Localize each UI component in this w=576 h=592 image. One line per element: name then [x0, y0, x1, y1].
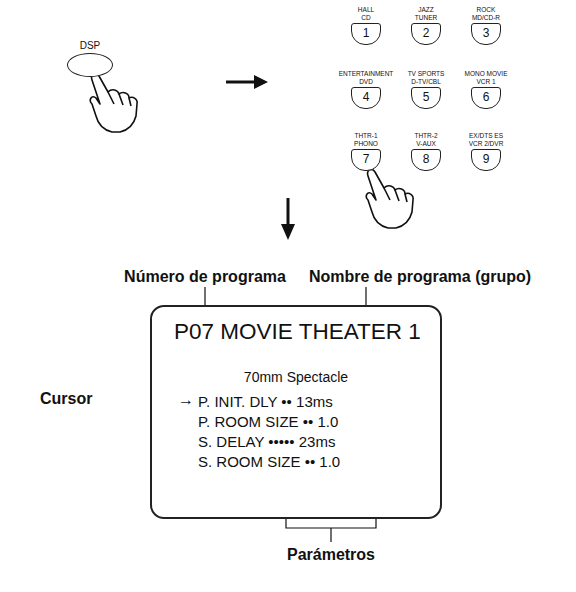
parameter-line: S. DELAY ••••• 23ms [198, 433, 335, 450]
mode-label: THTR-1 [334, 132, 398, 140]
key-cap: 6 [471, 87, 501, 109]
hand-icon [90, 73, 137, 132]
annotation-label: Número de programa [124, 268, 286, 286]
program-title: P07 MOVIE THEATER 1 [174, 319, 421, 345]
source-label: CD [334, 14, 398, 22]
remote-key: TV SPORTSD-TV/CBL 5 [394, 70, 458, 109]
source-label: V-AUX [394, 140, 458, 148]
mode-label: HALL [334, 6, 398, 14]
button-cap [67, 53, 113, 77]
annotation-label: Parámetros [287, 546, 375, 564]
hand-icon [366, 169, 413, 228]
mode-label: TV SPORTS [394, 70, 458, 78]
key-number: 2 [412, 24, 440, 43]
key-number: 5 [412, 88, 440, 107]
annotation-label: Cursor [40, 390, 92, 408]
dsp-button: DSP [60, 40, 120, 77]
key-cap: 1 [351, 23, 381, 45]
remote-key: MONO MOVIEVCR 1 6 [454, 70, 518, 109]
remote-key: ROCKMD/CD-R 3 [454, 6, 518, 45]
key-cap: 5 [411, 87, 441, 109]
source-label: TUNER [394, 14, 458, 22]
source-label: PHONO [334, 140, 398, 148]
key-cap: 2 [411, 23, 441, 45]
key-number: 1 [352, 24, 380, 43]
remote-key: EX/DTS ESVCR 2/DVR 9 [454, 132, 518, 171]
key-number: 6 [472, 88, 500, 107]
mode-label: THTR-2 [394, 132, 458, 140]
source-label: MD/CD-R [454, 14, 518, 22]
remote-key: ENTERTAINMENTDVD 4 [334, 70, 398, 109]
button-label: DSP [60, 40, 120, 51]
parameter-line: S. ROOM SIZE •• 1.0 [198, 453, 340, 470]
key-cap: 9 [471, 149, 501, 171]
key-number: 8 [412, 150, 440, 169]
bracket [286, 516, 376, 542]
remote-key: JAZZTUNER 2 [394, 6, 458, 45]
source-label: VCR 1 [454, 78, 518, 86]
key-number: 9 [472, 150, 500, 169]
key-cap: 8 [411, 149, 441, 171]
mode-label: ROCK [454, 6, 518, 14]
program-subtitle: 70mm Spectacle [152, 369, 440, 385]
key-cap: 3 [471, 23, 501, 45]
source-label: DVD [334, 78, 398, 86]
flow-arrow [281, 198, 295, 240]
display-panel: P07 MOVIE THEATER 1 70mm Spectacle →P. INI… [150, 305, 442, 519]
key-cap: 4 [351, 87, 381, 109]
mode-label: ENTERTAINMENT [334, 70, 398, 78]
key-number: 4 [352, 88, 380, 107]
parameter-line: P. ROOM SIZE •• 1.0 [198, 413, 338, 430]
mode-label: JAZZ [394, 6, 458, 14]
key-number: 7 [352, 150, 380, 169]
remote-key: HALLCD 1 [334, 6, 398, 45]
key-cap: 7 [351, 149, 381, 171]
annotation-label: Nombre de programa (grupo) [309, 268, 531, 286]
mode-label: EX/DTS ES [454, 132, 518, 140]
mode-label: MONO MOVIE [454, 70, 518, 78]
flow-arrow [226, 75, 268, 89]
source-label: VCR 2/DVR [454, 140, 518, 148]
remote-key: THTR-1PHONO 7 [334, 132, 398, 171]
cursor-arrow: → [178, 391, 194, 409]
key-number: 3 [472, 24, 500, 43]
remote-key: THTR-2V-AUX 8 [394, 132, 458, 171]
parameter-line: P. INIT. DLY •• 13ms [198, 393, 333, 410]
source-label: D-TV/CBL [394, 78, 458, 86]
